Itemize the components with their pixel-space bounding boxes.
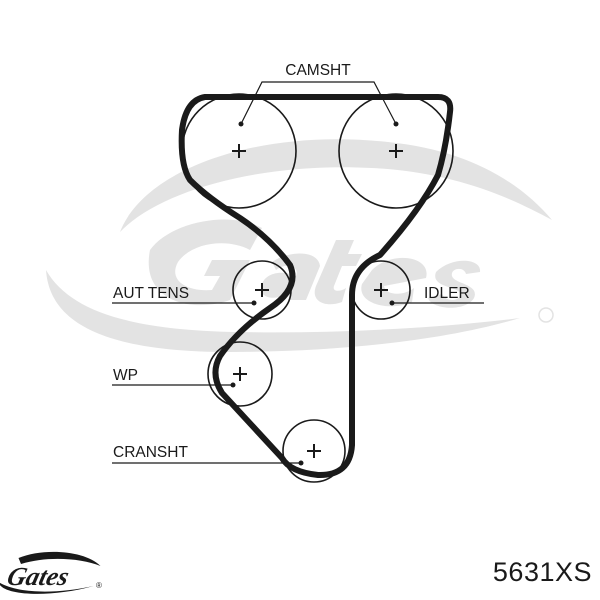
water-pump-center-icon <box>233 367 247 381</box>
crankshaft-center-icon <box>307 444 321 458</box>
part-number: 5631XS <box>492 557 592 587</box>
camshaft-pulley-left-circle <box>181 93 297 209</box>
gates-watermark-logo <box>46 139 554 352</box>
watermark-swoosh-bottom <box>46 270 520 352</box>
water-pump-pulley-circle <box>207 341 273 407</box>
idler-center-icon <box>374 283 388 297</box>
crankshaft-dot <box>298 460 304 466</box>
camshaft-pulley-left-center-icon <box>232 144 246 158</box>
camshaft-right-dot <box>393 121 399 127</box>
gates-logo: Gates <box>0 551 101 594</box>
gates-logo-swoosh-bottom <box>0 582 94 594</box>
camshaft-label: CAMSHT <box>285 62 351 79</box>
water-pump-pulley <box>207 341 273 407</box>
camshaft-left-dot <box>238 121 244 127</box>
crankshaft-label: CRANSHT <box>113 444 188 461</box>
gates-logo-wordmark: Gates <box>4 561 72 591</box>
camshaft-pulley-right <box>338 93 454 209</box>
water-pump-dot <box>230 382 236 388</box>
crankshaft-pulley-circle <box>282 419 346 483</box>
gates-logo-swoosh-top <box>18 551 101 566</box>
idler-pulley-circle <box>351 260 411 320</box>
leader-lines <box>112 81 484 464</box>
watermark-registered-icon <box>538 307 554 323</box>
auto-tensioner-center-icon <box>255 283 269 297</box>
auto-tensioner-pulley-circle <box>232 260 292 320</box>
auto-tensioner-dot <box>251 300 257 306</box>
idler-label: IDLER <box>424 285 470 302</box>
gates-logo-registered-mark: ® <box>96 581 102 590</box>
camshaft-leader-line <box>240 81 397 125</box>
camshaft-pulley-left <box>181 93 297 209</box>
idler-pulley <box>351 260 411 320</box>
water-pump-label: WP <box>113 367 138 384</box>
camshaft-pulley-right-center-icon <box>389 144 403 158</box>
auto-tensioner-label: AUT TENS <box>113 285 189 302</box>
idler-dot <box>389 300 395 306</box>
camshaft-pulley-right-circle <box>338 93 454 209</box>
watermark-lettering <box>148 219 481 308</box>
leader-dots <box>230 121 399 466</box>
timing-belt <box>178 94 454 479</box>
auto-tensioner-pulley <box>232 260 292 320</box>
crankshaft-pulley <box>282 419 346 483</box>
